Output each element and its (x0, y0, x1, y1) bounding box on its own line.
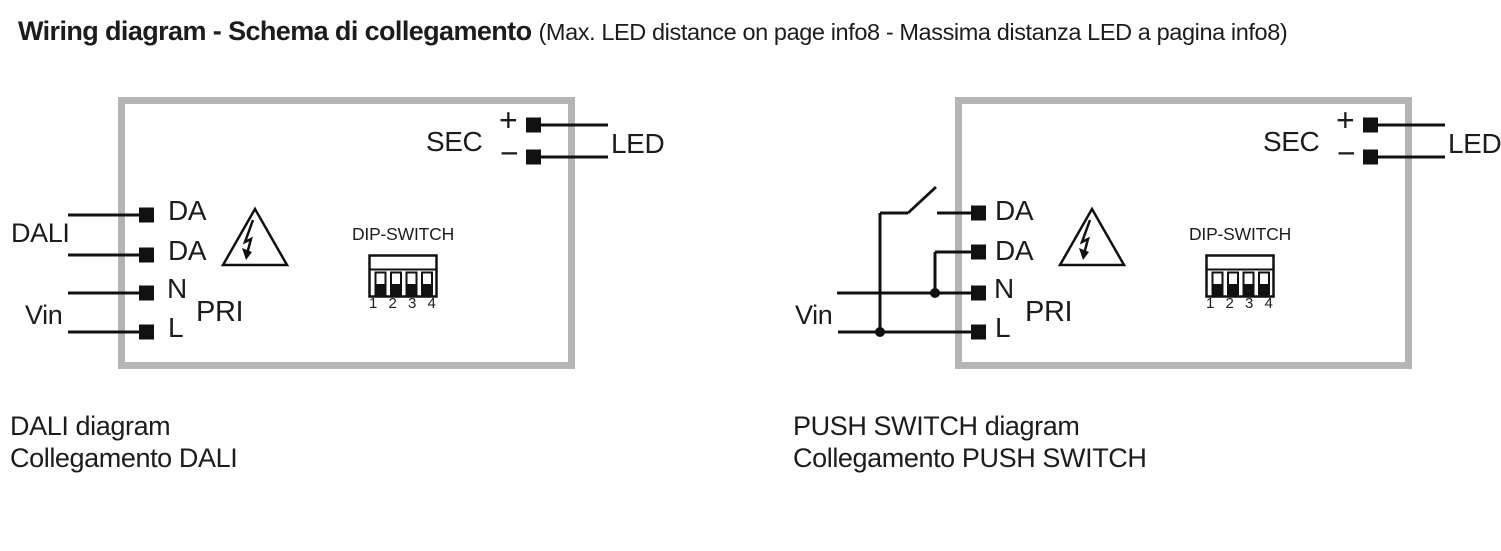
dip-switch-label: DIP-SWITCH (351, 224, 455, 244)
device-box (955, 97, 1412, 369)
warning-triangle-icon (1057, 206, 1127, 267)
vin-label: Vin (25, 300, 63, 330)
vin-label: Vin (795, 300, 833, 330)
caption-dali-it: Collegamento DALI (10, 443, 238, 473)
dip-switch-icon (368, 254, 438, 298)
warning-triangle-icon (220, 206, 290, 267)
caption-push-it: Collegamento PUSH SWITCH (793, 443, 1147, 473)
dali-wiring-graphics (68, 97, 608, 369)
terminal-squares (971, 117, 1378, 340)
caption-push-en: PUSH SWITCH diagram (793, 411, 1080, 441)
input-wires (837, 211, 978, 334)
caption-dali-en: DALI diagram (10, 411, 171, 441)
page-title-main: Wiring diagram - Schema di collegamento (18, 16, 532, 46)
led-label: LED (1448, 128, 1501, 159)
plus-label: + (1336, 102, 1355, 138)
push-wiring-graphics (837, 97, 1445, 369)
sec-label: SEC (426, 126, 483, 157)
dali-bus-label: DALI (11, 218, 70, 248)
terminal-da2-label: DA (168, 235, 207, 266)
led-label: LED (611, 128, 665, 159)
terminal-da1-label: DA (168, 195, 207, 226)
plus-label: + (499, 102, 518, 138)
dip-switch-icon (1205, 254, 1275, 298)
pri-label: PRI (196, 296, 244, 328)
minus-label: − (500, 135, 519, 171)
terminal-squares (139, 117, 541, 340)
pri-label: PRI (1025, 296, 1073, 328)
led-wires (540, 123, 608, 159)
push-switch-diagram: Vin DA DA N L PRI SEC + − LED DIP-SWITCH… (780, 85, 1501, 385)
push-switch-symbol (907, 185, 937, 215)
terminal-l-label: L (995, 312, 1011, 343)
sec-label: SEC (1263, 126, 1320, 157)
dip-switch-numbers: 1 2 3 4 (369, 295, 440, 312)
led-wires (1377, 123, 1445, 159)
page-title-note: (Max. LED distance on page info8 - Massi… (538, 19, 1288, 45)
terminal-da2-label: DA (995, 235, 1034, 266)
terminal-n-label: N (994, 273, 1014, 304)
input-wires (68, 213, 141, 334)
minus-label: − (1337, 135, 1356, 171)
terminal-n-label: N (167, 273, 187, 304)
terminal-l-label: L (168, 312, 184, 343)
junction-dots (875, 288, 940, 337)
device-box (118, 97, 575, 369)
dali-diagram: DALI Vin DA DA N L PRI SEC + − LED DIP-S… (0, 85, 760, 385)
terminal-da1-label: DA (995, 195, 1034, 226)
dip-switch-numbers: 1 2 3 4 (1206, 295, 1277, 312)
page-title: Wiring diagram - Schema di collegamento(… (18, 16, 1288, 47)
dip-switch-label: DIP-SWITCH (1188, 224, 1292, 244)
